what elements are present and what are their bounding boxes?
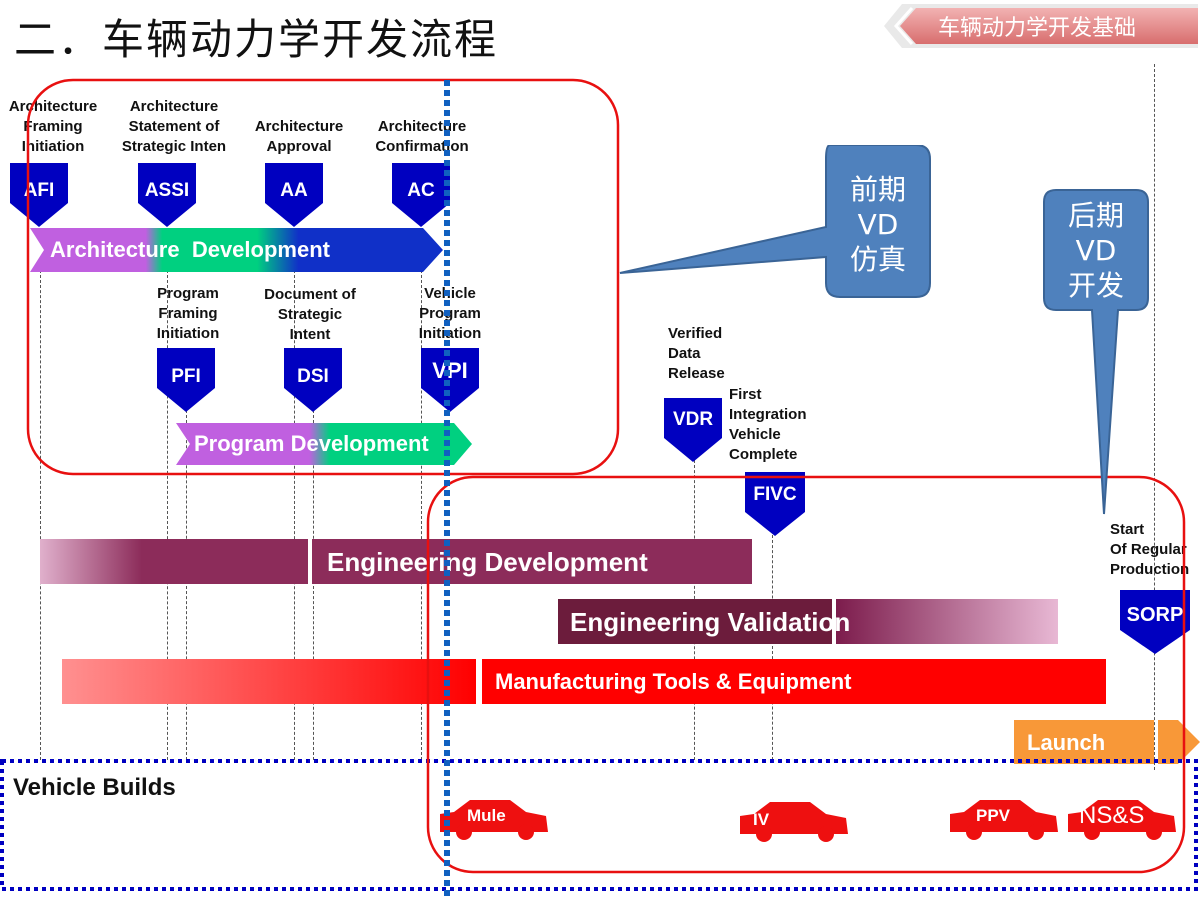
page-title: 二．车辆动力学开发流程 [14,15,499,64]
engineering-development-bar [40,539,752,584]
vdr-marker-label: VDR [672,409,714,430]
aa-marker-label: AA [280,180,308,201]
ac-marker [392,163,450,227]
engineering-validation-label: Engineering Validation [570,607,851,637]
aa-marker [265,163,323,227]
program-development-bar [176,423,472,465]
architecture-development-bar [30,228,443,272]
guide-line-ac [421,270,422,760]
current-stage-line [444,80,450,900]
vehicle-builds-frame [0,759,1198,891]
mule-car-icon [440,800,548,840]
launch-bar [1014,720,1200,764]
sorp-marker-label: SORP [1126,604,1184,626]
manufacturing-label: Manufacturing Tools & Equipment [495,669,852,694]
guide-line-dsi [313,410,314,760]
vdr-marker [664,398,722,462]
nss-car-icon [1068,800,1176,840]
fivc-marker [745,472,805,536]
vehicle-builds-label: Vehicle Builds [13,774,176,801]
early-vd-callout [619,145,931,298]
assi-marker [138,163,196,227]
guide-line-pfi [186,410,187,760]
ppv-car-label: PPV [976,806,1011,825]
ac-marker-label: AC [407,180,435,201]
afi-marker [10,163,68,227]
nss-car-label: NS&S [1079,802,1145,829]
dsi-marker-label: DSI [297,366,329,387]
section-tag [884,4,1198,48]
guide-line-sorp [1154,64,1155,770]
guide-line-aa [294,270,295,760]
architecture-development-label: Architecture Development [50,237,330,262]
iv-car-label: IV [753,810,770,829]
guide-line-fivc [772,535,773,760]
engineering-validation-bar [558,599,1058,644]
engineering-development-label: Engineering Development [327,547,648,577]
sorp-marker [1120,590,1190,654]
iv-car-icon [740,802,848,842]
guide-line-afi [40,270,41,760]
late-vd-callout [1043,189,1149,515]
assi-marker-label: ASSI [144,180,190,201]
pfi-marker-label: PFI [171,366,201,387]
section-tag-label: 车辆动力学开发基础 [938,16,1137,41]
guide-line-assi [167,270,168,760]
afi-marker-label: AFI [23,180,55,201]
program-development-label: Program Development [194,431,429,456]
dsi-marker [284,348,342,412]
mule-car-label: Mule [467,806,506,825]
ppv-car-icon [950,800,1058,840]
manufacturing-bar [62,659,1106,704]
fivc-marker-label: FIVC [753,484,797,505]
pfi-marker [157,348,215,412]
launch-label: Launch [1027,730,1106,755]
